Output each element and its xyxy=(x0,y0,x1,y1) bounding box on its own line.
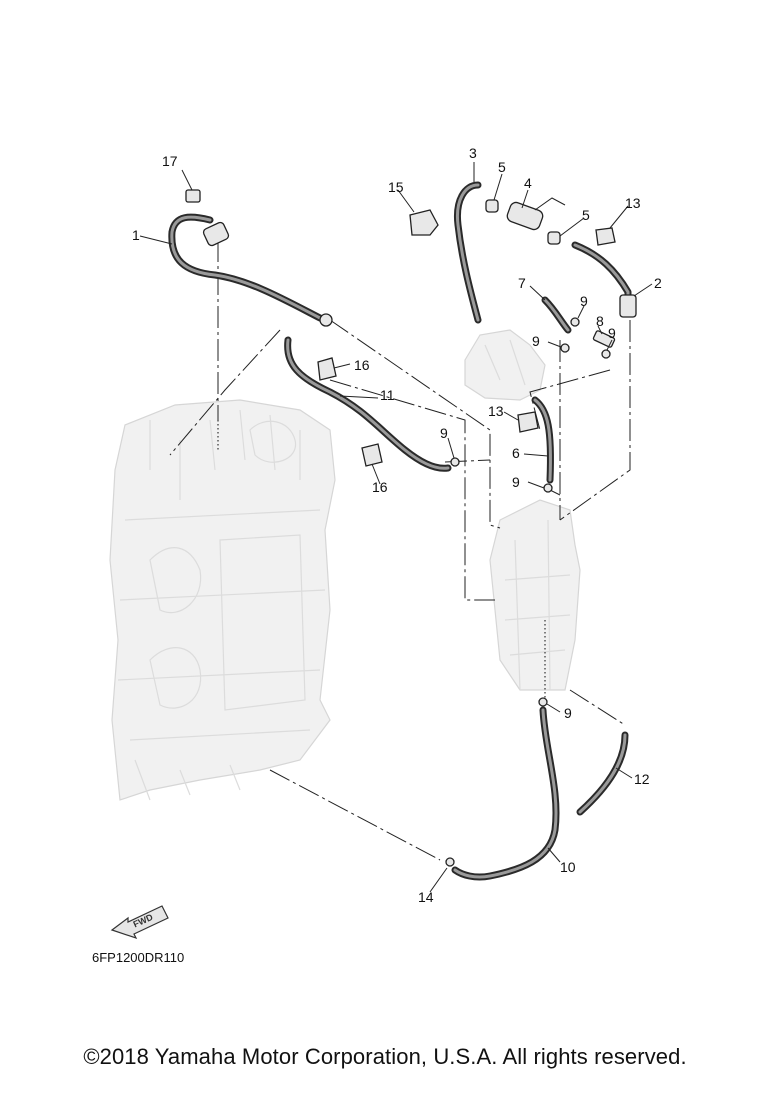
callout-9: 9 xyxy=(580,293,588,309)
part-14-clip[interactable] xyxy=(445,857,455,867)
callout-13: 13 xyxy=(625,195,641,211)
callout-6: 6 xyxy=(512,445,520,461)
part-17-clip[interactable] xyxy=(185,189,201,203)
callout-2: 2 xyxy=(654,275,662,291)
callout-9: 9 xyxy=(532,333,540,349)
callout-leaders xyxy=(139,162,653,893)
callout-16: 16 xyxy=(354,357,370,373)
part-12-hose[interactable] xyxy=(576,731,629,816)
callout-3: 3 xyxy=(469,145,477,161)
fwd-arrow-icon: FWD xyxy=(110,905,169,940)
part-3-hose[interactable] xyxy=(453,181,482,324)
callout-5: 5 xyxy=(498,159,506,175)
part-2-hose[interactable] xyxy=(571,241,637,318)
callout-12: 12 xyxy=(634,771,650,787)
callout-4: 4 xyxy=(524,175,532,191)
callout-17: 17 xyxy=(162,153,178,169)
engine-block-ghost xyxy=(109,399,336,801)
part-13-bracket-lower[interactable] xyxy=(517,411,539,433)
drawing-code: 6FP1200DR110 xyxy=(92,950,184,965)
callout-11: 11 xyxy=(380,387,395,403)
part-5-clamp-lower[interactable] xyxy=(547,231,561,245)
part-16-clamp-lower[interactable] xyxy=(361,443,383,467)
callout-1: 1 xyxy=(132,227,140,243)
callout-9: 9 xyxy=(440,425,448,441)
callout-14: 14 xyxy=(418,889,434,905)
callout-9: 9 xyxy=(564,705,572,721)
part-15-bracket[interactable] xyxy=(409,209,439,236)
assembly-lines xyxy=(169,240,631,861)
callout-labels: 1 2 3 4 5 5 6 7 8 9 9 9 9 9 10 11 12 13 … xyxy=(132,145,662,905)
part-16-clamp-upper[interactable] xyxy=(317,357,337,381)
part-6-hose[interactable] xyxy=(531,396,554,484)
part-8-fitting[interactable] xyxy=(592,330,616,348)
fuel-pump-ghost xyxy=(464,329,546,401)
callout-15: 15 xyxy=(388,179,404,195)
callout-13: 13 xyxy=(488,403,504,419)
part-5-clamp-upper[interactable] xyxy=(485,199,499,213)
part-4-filter[interactable] xyxy=(506,197,566,231)
parts-diagram: 1 2 3 4 5 5 6 7 8 9 9 9 9 9 10 11 12 13 … xyxy=(92,145,662,965)
part-9-clips[interactable] xyxy=(450,317,611,707)
callout-16: 16 xyxy=(372,479,388,495)
copyright-notice: ©2018 Yamaha Motor Corporation, U.S.A. A… xyxy=(83,1044,687,1069)
callout-10: 10 xyxy=(560,859,576,875)
vapor-separator-ghost xyxy=(489,499,581,691)
part-7-hose[interactable] xyxy=(541,296,572,334)
part-13-bracket-upper[interactable] xyxy=(595,227,616,246)
part-11-hose[interactable] xyxy=(284,336,452,472)
callout-7: 7 xyxy=(518,275,526,291)
callout-9: 9 xyxy=(512,474,520,490)
part-1-hose[interactable] xyxy=(168,213,333,327)
callout-8: 8 xyxy=(596,313,604,329)
callout-5: 5 xyxy=(582,207,590,223)
part-10-hose[interactable] xyxy=(451,706,560,881)
callout-9: 9 xyxy=(608,325,616,341)
